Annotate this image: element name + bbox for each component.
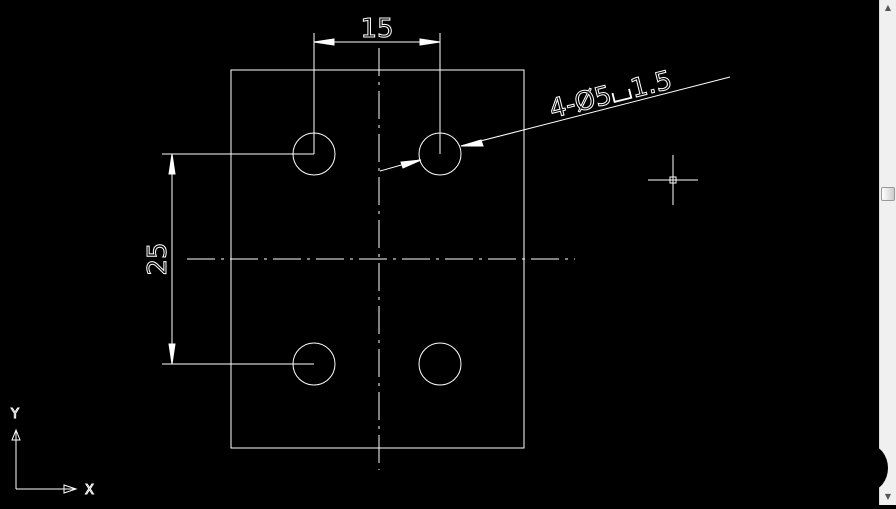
crosshair-cursor-icon bbox=[648, 155, 698, 205]
dimension-horizontal bbox=[313, 33, 441, 154]
ucs-x-label: X bbox=[85, 483, 94, 498]
ucs-icon bbox=[11, 428, 78, 494]
hole-callout-text: 4-Ø5⌴1.5 bbox=[546, 65, 675, 124]
dimension-vertical bbox=[162, 153, 314, 365]
ucs-y-label: Y bbox=[10, 407, 19, 422]
scroll-up-button[interactable]: ▲ bbox=[884, 3, 892, 12]
vertical-scrollbar[interactable]: ▲ ▼ bbox=[879, 0, 896, 505]
dimension-25-text: 25 bbox=[143, 242, 173, 275]
scroll-down-button[interactable]: ▼ bbox=[884, 492, 892, 501]
hole-leader bbox=[379, 76, 731, 172]
scrollbar-thumb[interactable] bbox=[881, 187, 895, 201]
drawing-canvas[interactable]: 15 25 4-Ø5⌴1.5 Y X bbox=[0, 0, 879, 505]
overlay-shape bbox=[850, 445, 888, 491]
dimension-15-text: 15 bbox=[360, 14, 393, 44]
hole-bottom-right bbox=[418, 342, 462, 386]
